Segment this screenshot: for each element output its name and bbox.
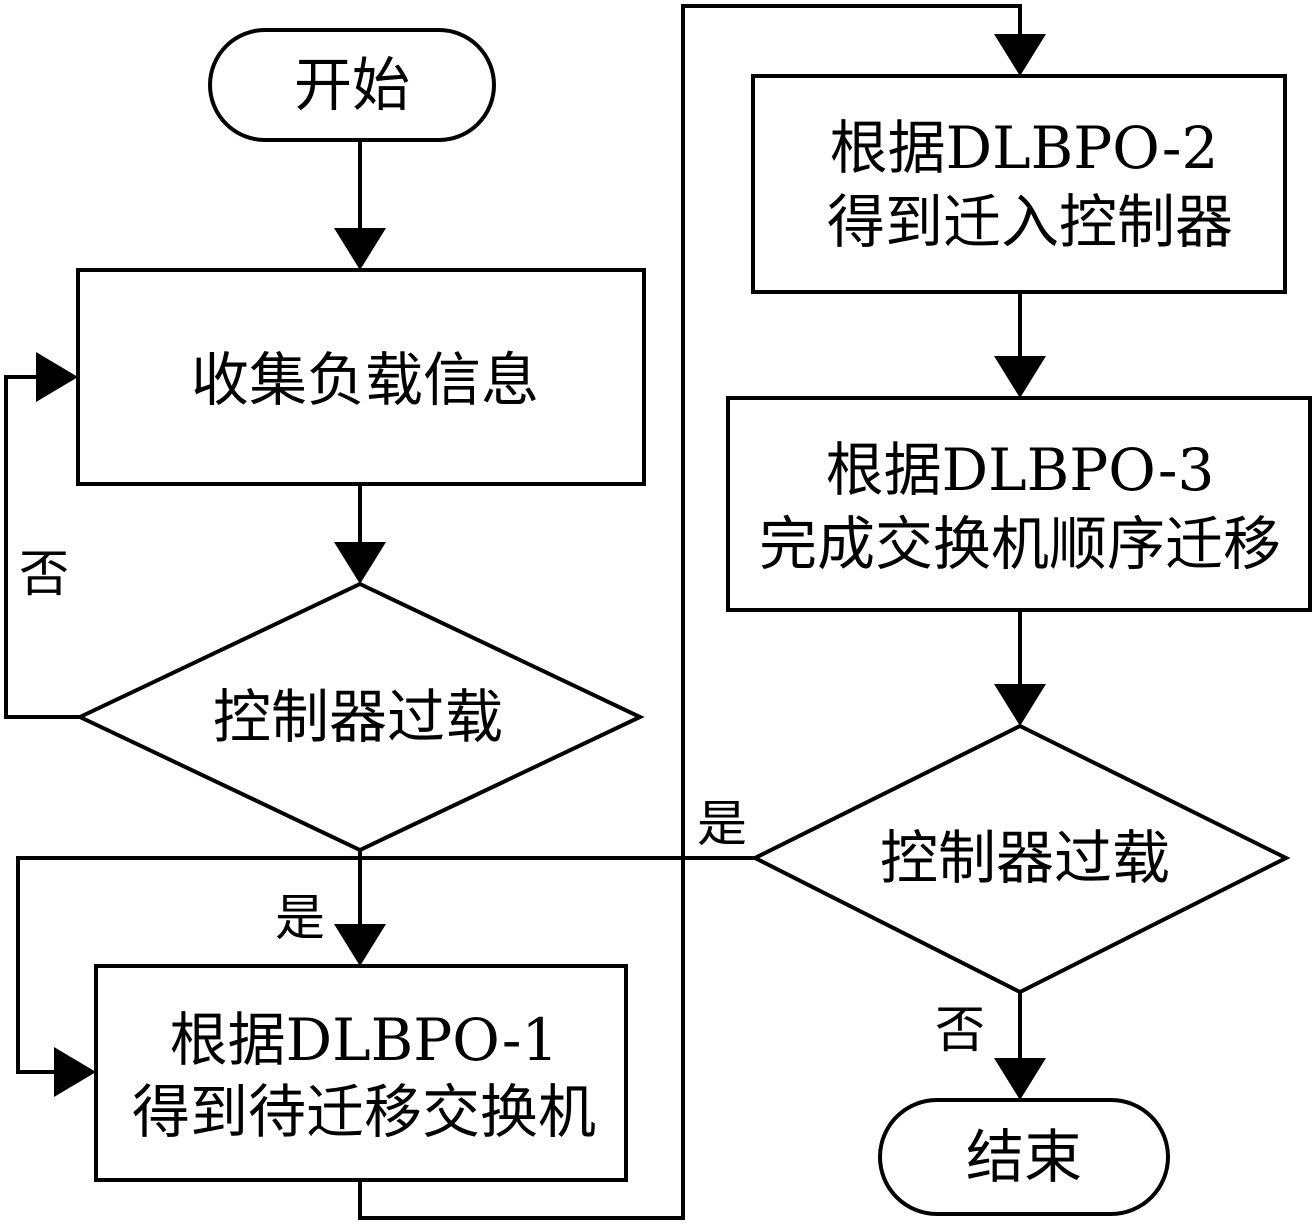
- connectors: [4, 4, 1046, 1220]
- start-node: 开始: [208, 28, 496, 142]
- arrowhead-collect-decision1: [334, 542, 386, 584]
- arrowhead-decision1-step1: [334, 924, 386, 966]
- arrow-no-loop: [4, 375, 80, 719]
- step1-line2: 得到待迁移交换机: [132, 1078, 596, 1146]
- step2-node: 根据DLBPO-2 得到迁入控制器: [751, 74, 1287, 294]
- step2-line2: 得到迁入控制器: [827, 188, 1233, 256]
- end-node: 结束: [878, 1098, 1170, 1216]
- step3-line1: 根据DLBPO-3: [826, 436, 1215, 504]
- yes-label-left: 是: [275, 889, 325, 947]
- arrowhead-no-loop: [36, 352, 78, 402]
- decision1-node: 控制器过载: [75, 581, 645, 853]
- step1-node: 根据DLBPO-1 得到待迁移交换机: [94, 964, 628, 1182]
- arrow-step1-step2: [358, 4, 1022, 1220]
- no-label-right: 否: [935, 1001, 985, 1059]
- arrowhead-yes-loop: [54, 1047, 96, 1097]
- arrow-yes-loop: [16, 856, 755, 1074]
- arrowhead-step3-decision2: [994, 684, 1046, 726]
- decision2-label: 控制器过载: [880, 824, 1170, 892]
- decision2-node: 控制器过载: [750, 723, 1291, 995]
- step3-line2: 完成交换机顺序迁移: [759, 510, 1281, 578]
- collect-node: 收集负载信息: [76, 268, 646, 486]
- step1-line1: 根据DLBPO-1: [170, 1006, 559, 1074]
- arrowhead-step1-step2: [994, 34, 1046, 76]
- yes-label-right: 是: [697, 795, 747, 853]
- start-label: 开始: [294, 51, 410, 119]
- end-label: 结束: [966, 1123, 1082, 1191]
- arrowhead-start-collect: [334, 228, 386, 270]
- step2-line1: 根据DLBPO-2: [830, 114, 1219, 182]
- collect-label: 收集负载信息: [191, 346, 539, 414]
- arrowhead-decision2-end: [994, 1058, 1046, 1100]
- step3-node: 根据DLBPO-3 完成交换机顺序迁移: [726, 396, 1312, 612]
- decision1-label: 控制器过载: [213, 683, 503, 751]
- arrowhead-step2-step3: [994, 356, 1046, 398]
- no-label-left: 否: [19, 545, 69, 603]
